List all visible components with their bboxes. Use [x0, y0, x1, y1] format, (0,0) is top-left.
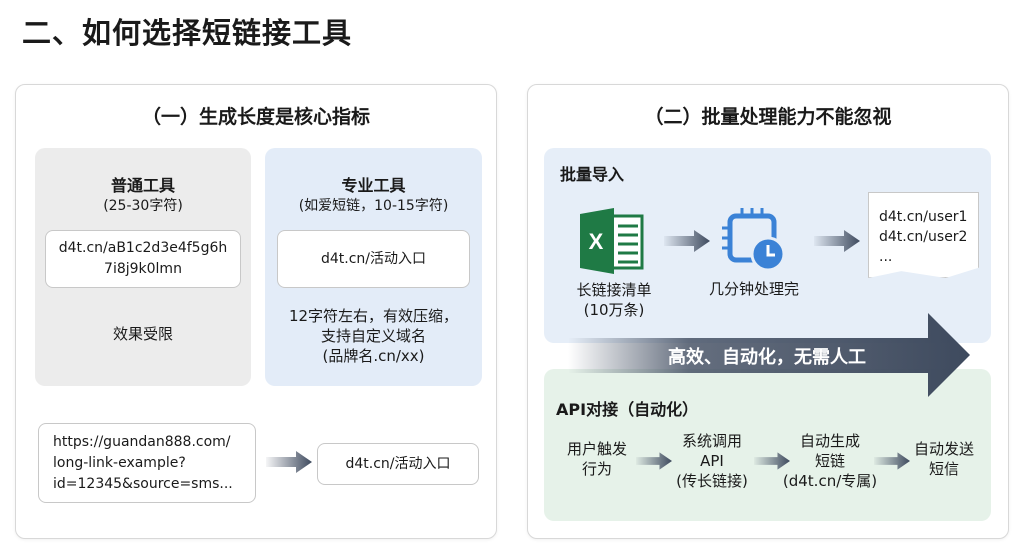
svg-text:X: X — [589, 229, 604, 254]
step-line: 用户触发 — [566, 440, 627, 458]
step-line: 系统调用 — [681, 432, 742, 450]
batch-title: 批量导入 — [560, 165, 625, 184]
long-url-line: https://guandan888.com/ — [53, 433, 231, 450]
excel-label-line: (10万条) — [583, 301, 645, 319]
api-card: API对接（自动化） 用户触发行为 系统调用 API (传长链接) 自动生成短链 (d… — [544, 369, 991, 521]
excel-label: 长链接清单 (10万条) — [564, 280, 664, 320]
banner-text: 高效、自动化，无需人工 — [668, 347, 866, 368]
normal-tool-card: 普通工具 (25-30字符) d4t.cn/aB1c2d3e4f5g6h 7i8… — [35, 148, 251, 386]
normal-tool-name: 普通工具 — [110, 176, 175, 195]
step-line: 行为 — [581, 460, 612, 478]
long-url-line: long-link-example? — [53, 454, 186, 471]
pro-example-box: d4t.cn/活动入口 — [277, 230, 470, 288]
long-url-line: id=12345&source=sms... — [53, 475, 233, 492]
output-line: d4t.cn/user2 — [879, 229, 968, 245]
batch-panel: （二）批量处理能力不能忽视 批量导入 X 长链接清单 (10万条) 几分钟处理完… — [527, 84, 1009, 539]
arrow-right-icon — [664, 230, 710, 252]
step-line: API — [700, 452, 724, 470]
step-line: (d4t.cn/专属) — [782, 472, 878, 490]
step-line: 短信 — [928, 460, 959, 478]
page-title: 二、如何选择短链接工具 — [22, 16, 353, 50]
processor-clock-icon — [722, 208, 786, 272]
long-url-box: https://guandan888.com/ long-link-exampl… — [38, 423, 256, 503]
step-line: 自动发送 — [913, 440, 974, 458]
normal-tool-sub: (25-30字符) — [103, 198, 183, 214]
api-step: 自动发送短信 — [902, 439, 986, 479]
process-label: 几分钟处理完 — [708, 280, 799, 298]
length-panel: （一）生成长度是核心指标 普通工具 (25-30字符) d4t.cn/aB1c2… — [15, 84, 497, 539]
arrow-right-icon — [266, 451, 312, 473]
step-line: 短链 — [814, 452, 845, 470]
normal-note: 效果受限 — [112, 325, 173, 343]
api-step: 用户触发行为 — [552, 439, 642, 479]
api-title: API对接（自动化） — [556, 400, 699, 419]
pro-note: 12字符左右，有效压缩， 支持自定义域名 (品牌名.cn/xx) — [265, 306, 482, 366]
arrow-right-icon — [814, 230, 860, 252]
step-line: 自动生成 — [799, 432, 860, 450]
excel-label-line: 长链接清单 — [576, 281, 652, 299]
pro-tool-name: 专业工具 — [341, 176, 406, 195]
normal-example-box: d4t.cn/aB1c2d3e4f5g6h 7i8j9k0lmn — [45, 230, 241, 288]
api-step: 系统调用 API (传长链接) — [662, 431, 762, 491]
big-arrow-icon — [568, 313, 970, 397]
output-list-document: d4t.cn/user1 d4t.cn/user2 ... — [868, 192, 979, 278]
length-heading: （一）生成长度是核心指标 — [141, 106, 370, 128]
output-line: ... — [879, 249, 893, 265]
excel-icon: X — [580, 208, 644, 274]
step-line: (传长链接) — [676, 472, 748, 490]
output-line: d4t.cn/user1 — [879, 209, 968, 225]
api-step: 自动生成短链 (d4t.cn/专属) — [774, 431, 886, 491]
normal-example-line: 7i8j9k0lmn — [104, 261, 182, 277]
batch-heading: （二）批量处理能力不能忽视 — [644, 106, 892, 128]
batch-import-card: 批量导入 X 长链接清单 (10万条) 几分钟处理完 d4t.cn/user1 … — [544, 148, 991, 343]
pro-note-line: 12字符左右，有效压缩， — [288, 307, 459, 325]
pro-tool-sub: (如爱短链，10-15字符) — [298, 198, 449, 214]
normal-example-line: d4t.cn/aB1c2d3e4f5g6h — [58, 240, 228, 256]
pro-tool-card: 专业工具 (如爱短链，10-15字符) d4t.cn/活动入口 12字符左右，有… — [265, 148, 482, 386]
pro-note-line: 支持自定义域名 — [320, 327, 426, 345]
short-url-box: d4t.cn/活动入口 — [317, 443, 479, 485]
pro-note-line: (品牌名.cn/xx) — [322, 347, 425, 365]
